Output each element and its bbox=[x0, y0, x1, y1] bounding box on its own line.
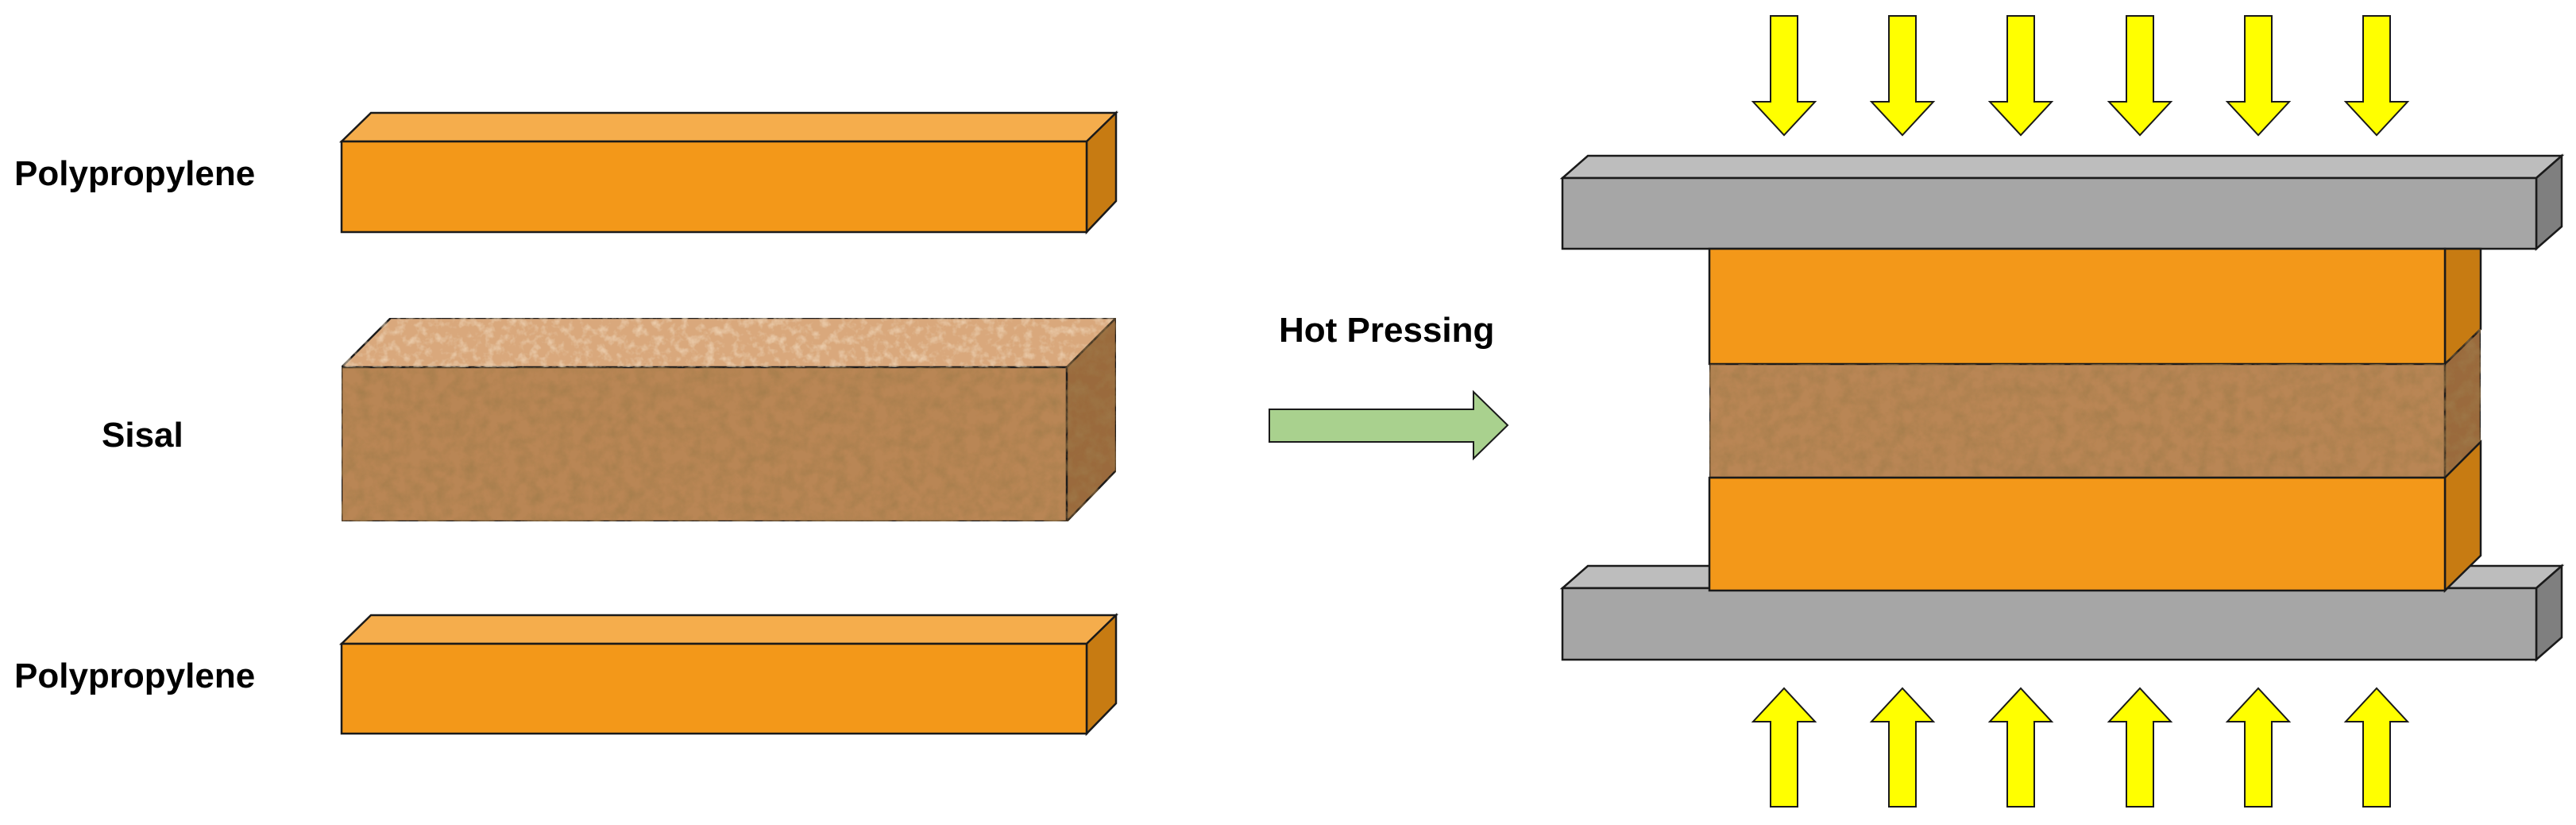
up-arrow-icon bbox=[1987, 687, 2054, 808]
layer-top-face-front bbox=[340, 140, 1088, 234]
stack-sisal-front bbox=[1708, 362, 2447, 479]
sisal-face-top bbox=[338, 316, 1119, 369]
layer-bottom-face-top bbox=[338, 614, 1119, 645]
process-label: Hot Pressing bbox=[1279, 311, 1494, 350]
layer-top-polypropylene bbox=[338, 110, 1119, 235]
label-middle-layer: Sisal bbox=[102, 416, 183, 455]
layer-top-face-top bbox=[338, 111, 1119, 143]
up-arrow-icon bbox=[2107, 687, 2173, 808]
pressed-composite-stack bbox=[1708, 247, 2482, 593]
bottom-plate-face-front bbox=[1561, 587, 2538, 661]
top-plate-face-top bbox=[1559, 154, 2565, 180]
sisal-face-front bbox=[340, 366, 1068, 523]
down-arrow-icon bbox=[1751, 15, 1817, 137]
up-arrow-icon bbox=[2343, 687, 2410, 808]
label-bottom-layer: Polypropylene bbox=[14, 657, 255, 695]
top-plate-face-front bbox=[1561, 176, 2538, 250]
bottom-force-arrows bbox=[1751, 687, 2410, 808]
layer-bottom-face-front bbox=[340, 642, 1088, 735]
top-press-plate bbox=[1559, 153, 2565, 251]
top-force-arrows bbox=[1751, 15, 2410, 137]
up-arrow-icon bbox=[2225, 687, 2292, 808]
layer-middle-sisal bbox=[338, 315, 1119, 525]
down-arrow-icon bbox=[1869, 15, 1936, 137]
stack-bottom-pp-front bbox=[1708, 476, 2447, 592]
down-arrow-icon bbox=[2107, 15, 2173, 137]
right-arrow-icon bbox=[1269, 389, 1509, 461]
down-arrow-icon bbox=[2225, 15, 2292, 137]
up-arrow-icon bbox=[1751, 687, 1817, 808]
layer-bottom-polypropylene bbox=[338, 613, 1119, 737]
up-arrow-icon bbox=[1869, 687, 1936, 808]
down-arrow-icon bbox=[2343, 15, 2410, 137]
down-arrow-icon bbox=[1987, 15, 2054, 137]
stack-top-pp-front bbox=[1708, 247, 2447, 366]
label-top-layer: Polypropylene bbox=[14, 154, 255, 193]
